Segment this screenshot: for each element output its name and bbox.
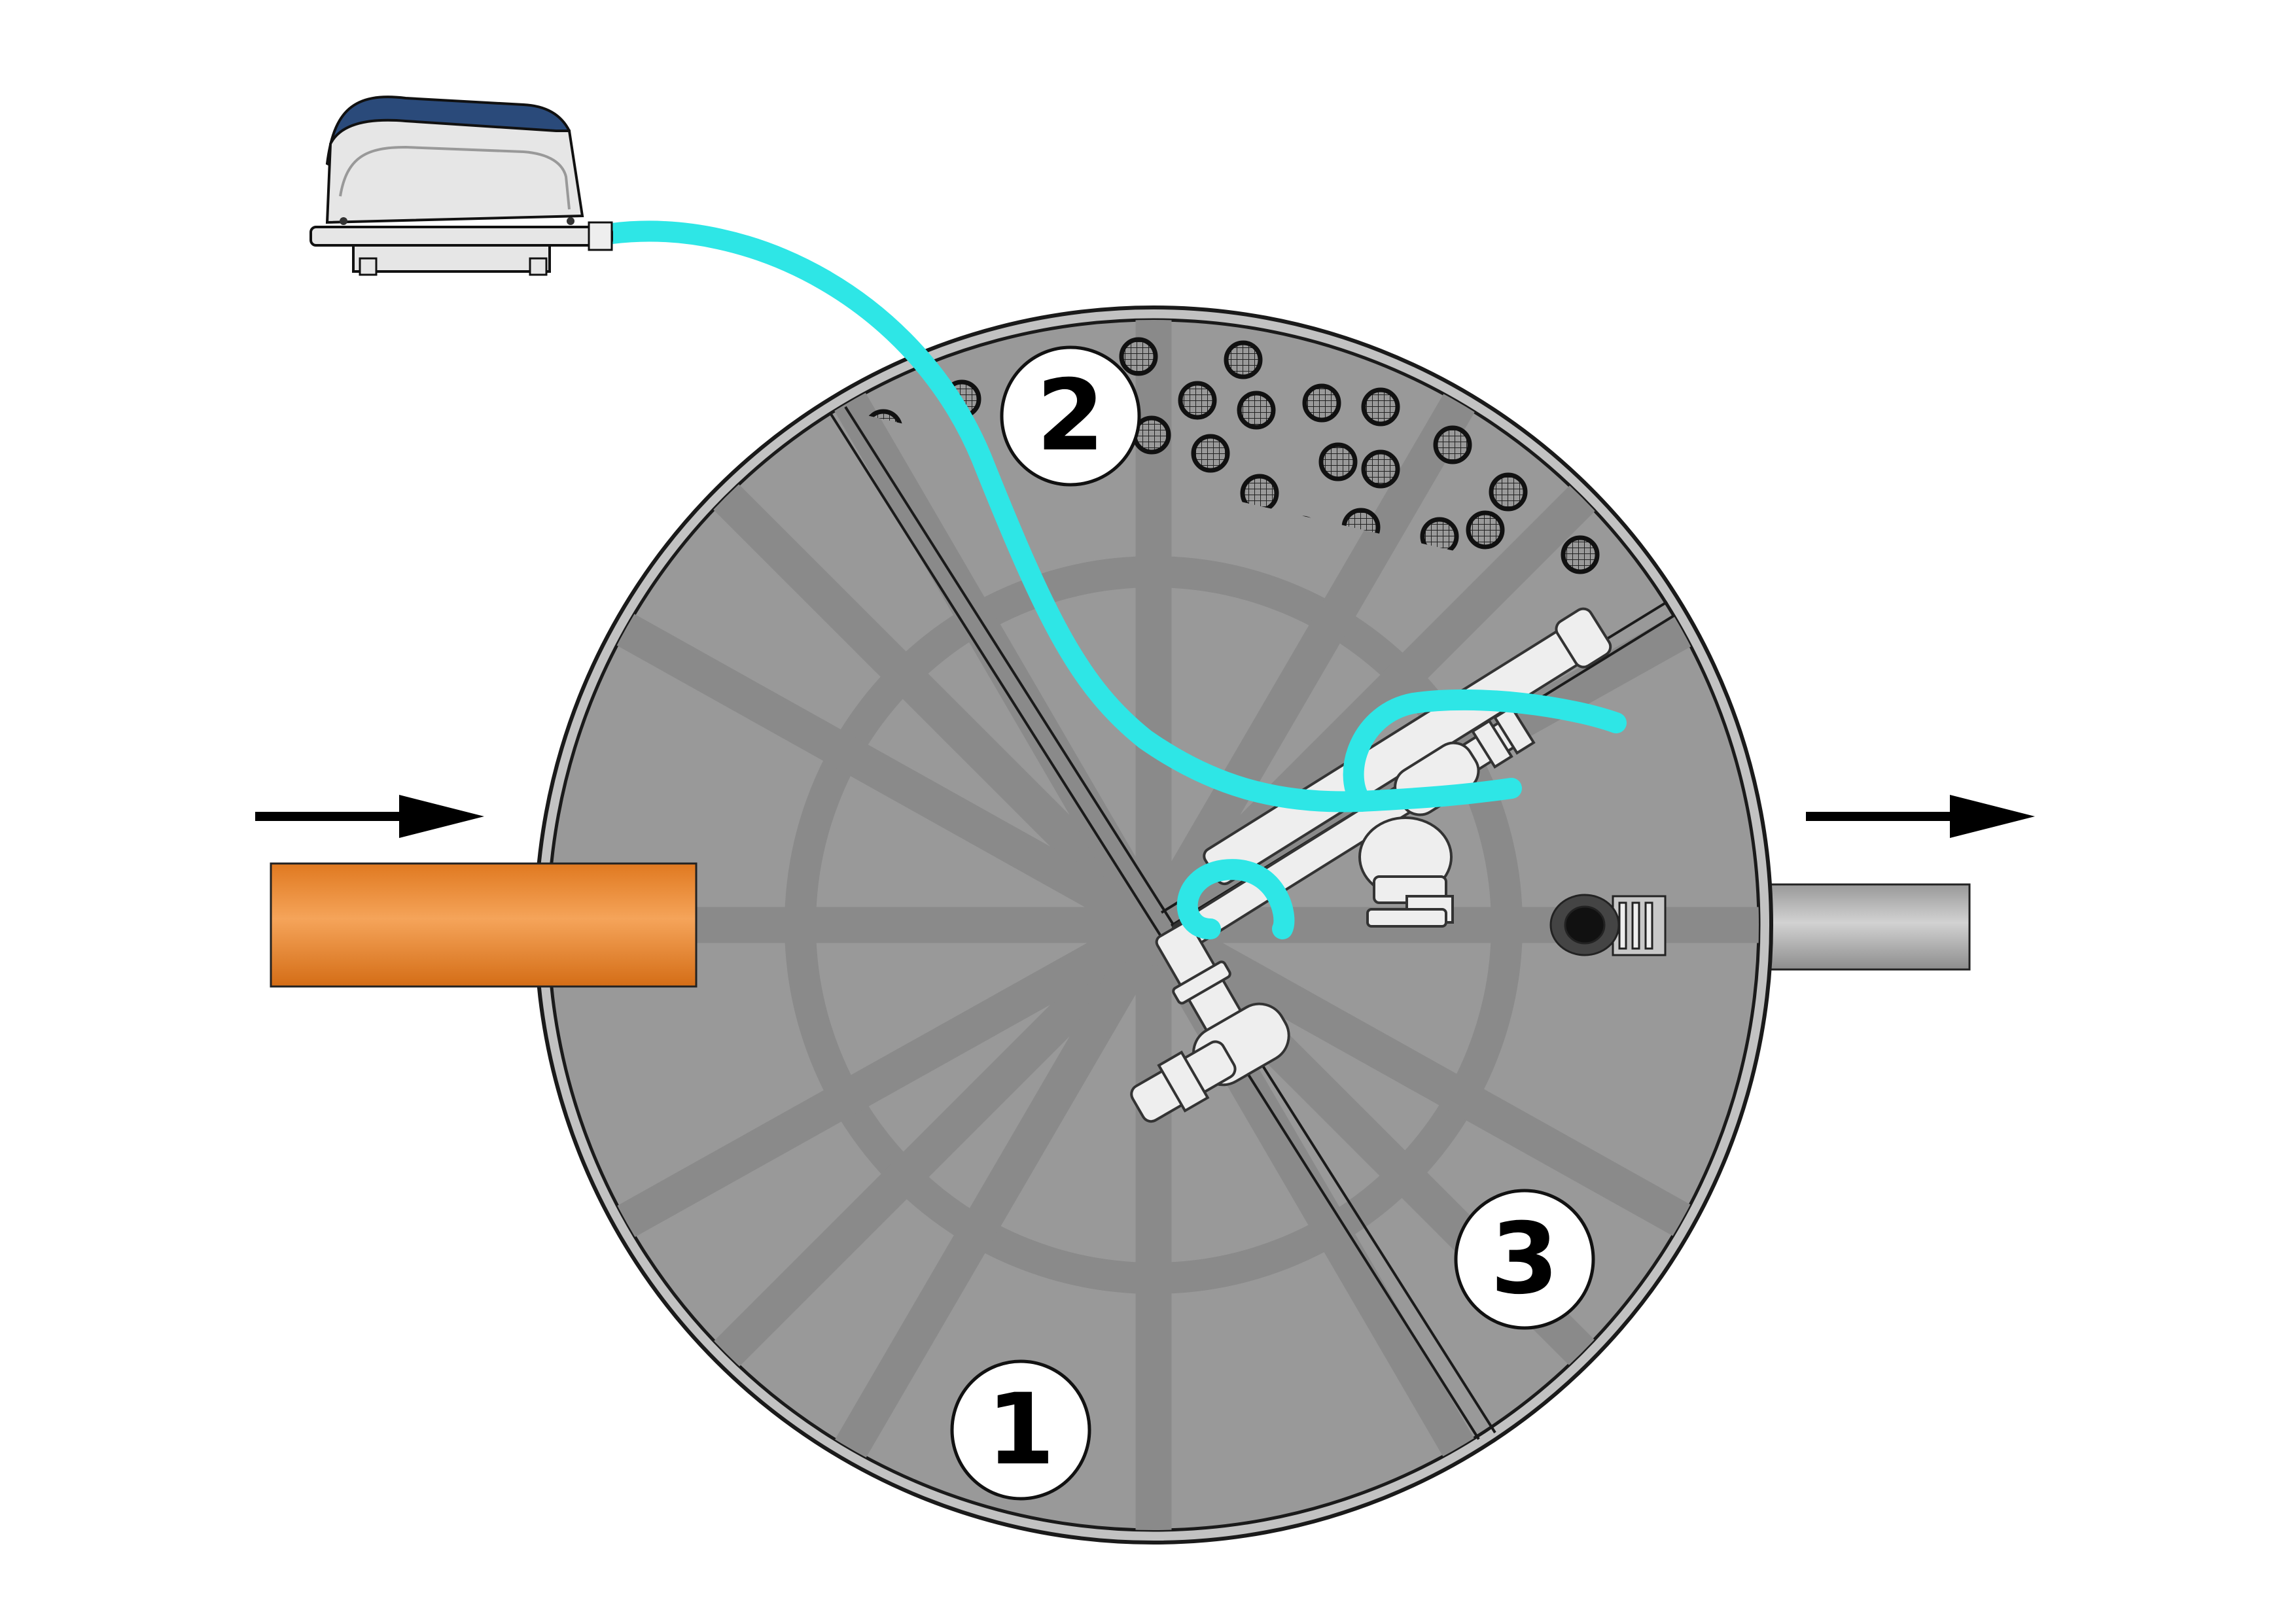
inlet-pipe [270,862,698,988]
aerator-pipework [1130,607,1612,1123]
filter-media-icon [1191,434,1230,473]
zone-2-label: 2 [1036,359,1104,473]
filter-media-icon [1466,510,1505,550]
septic-tank [534,305,1773,1544]
zone-1-label: 1 [987,1373,1055,1487]
outflow-arrow-icon [1806,795,2035,838]
filter-media-icon [1318,442,1358,481]
filter-media-icon [1119,337,1158,376]
filter-media-icon [1561,535,1600,574]
filter-media-icon [1178,381,1217,420]
outlet-fitting [1549,894,1667,956]
zone-2-badge: 2 [1000,345,1141,487]
zone-3-label: 3 [1491,1202,1559,1316]
filter-media-icon [1489,472,1528,512]
air-hose [601,220,1627,939]
zone-1-badge: 1 [950,1359,1091,1501]
zone-3-badge: 3 [1454,1189,1595,1330]
valve-icon [1358,816,1454,928]
air-blower-icon [309,96,613,276]
filter-media-icon [1224,340,1263,379]
filter-media-icon [1361,449,1400,489]
filter-media-icon [1237,391,1276,430]
filter-media-icon [1302,383,1341,423]
filter-media-icon [1361,387,1400,427]
inflow-arrow-icon [255,795,484,838]
filter-media-icon [1433,425,1472,464]
